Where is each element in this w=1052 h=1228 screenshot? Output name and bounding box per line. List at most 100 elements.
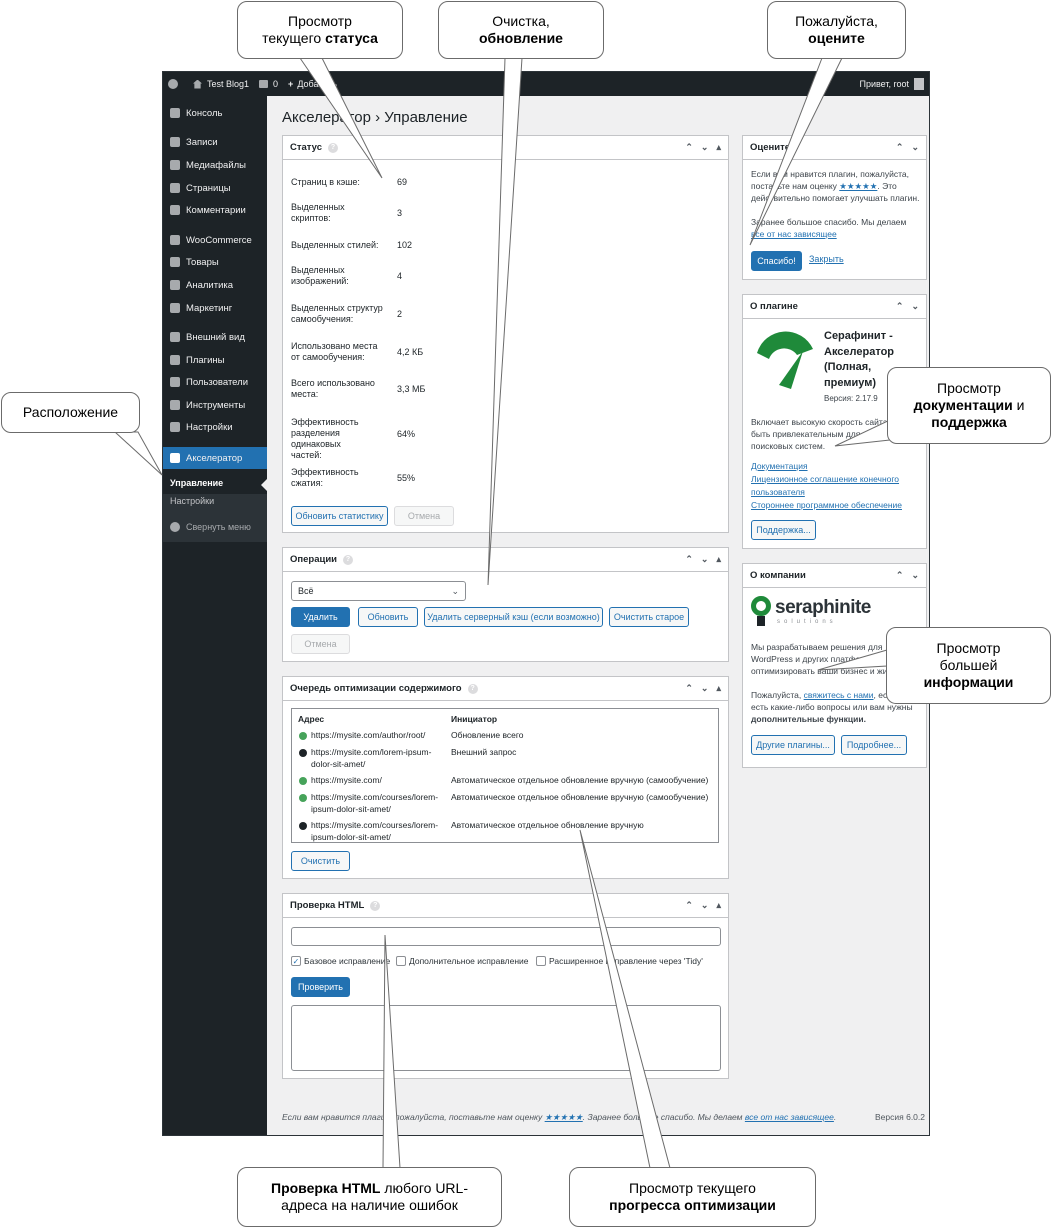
help-icon[interactable]: ? [328, 142, 339, 153]
tidy-fix-checkbox[interactable]: Расширенное исправление через 'Tidy' [536, 956, 703, 966]
wp-logo[interactable] [163, 72, 188, 96]
move-up-icon[interactable]: ⌃ [685, 900, 693, 910]
queue-url-cont: ipsum-dolor-sit-amet/ [311, 804, 391, 814]
contact-us-link[interactable]: свяжитесь с нами [803, 690, 874, 700]
sidebar-item-tools[interactable]: Инструменты [163, 394, 267, 416]
move-down-icon[interactable]: ⌄ [700, 683, 709, 693]
sidebar-item-media[interactable]: Медиафайлы [163, 154, 267, 176]
company-contact-line: Пожалуйста, свяжитесь с нами, если [751, 690, 897, 700]
move-up-icon[interactable]: ⌃ [685, 683, 693, 693]
sidebar-item-products[interactable]: Товары [163, 251, 267, 273]
cancel-operation-button[interactable]: Отмена [291, 634, 350, 654]
more-info-button[interactable]: Подробнее... [841, 735, 907, 755]
collapse-toggle-icon[interactable]: ▴ [716, 900, 721, 910]
site-link[interactable]: Test Blog1 [188, 72, 254, 96]
sidebar-item-analytics[interactable]: Аналитика [163, 274, 267, 296]
sidebar-item-users[interactable]: Пользователи [163, 371, 267, 393]
sidebar-item-posts[interactable]: Записи [163, 131, 267, 153]
submenu-item-settings[interactable]: Настройки [170, 496, 215, 506]
submenu-item-manage[interactable]: Управление [170, 478, 224, 488]
account-menu[interactable]: Привет, root [854, 72, 929, 96]
collapse-toggle-icon[interactable]: ▴ [716, 683, 721, 693]
move-up-icon[interactable]: ⌃ [685, 142, 693, 152]
eula-link[interactable]: Лицензионное соглашение конечного [751, 474, 900, 484]
sidebar-item-plugins[interactable]: Плагины [163, 349, 267, 371]
help-icon[interactable]: ? [343, 554, 354, 565]
delete-button[interactable]: Удалить [291, 607, 350, 627]
callout-html: Проверка HTML любого URL- адреса на нали… [237, 1167, 502, 1227]
about-plugin-box-header: О плагине ⌃⌄ [743, 295, 926, 319]
third-party-link[interactable]: Стороннее программное обеспечение [751, 500, 902, 510]
queue-initiator: Автоматическое отдельное обновление вруч… [451, 792, 709, 802]
column-header-address: Адрес [298, 714, 325, 724]
thanks-button[interactable]: Спасибо! [751, 251, 802, 271]
sidebar-item-settings[interactable]: Настройки [163, 416, 267, 438]
other-plugins-button[interactable]: Другие плагины... [751, 735, 835, 755]
plus-icon: + [288, 79, 294, 89]
refresh-button[interactable]: Обновить [358, 607, 418, 627]
move-up-icon[interactable]: ⌃ [895, 570, 904, 580]
collapse-icon [170, 522, 180, 532]
move-down-icon[interactable]: ⌄ [700, 554, 709, 564]
footer-stars-link[interactable]: ★★★★★ [544, 1112, 583, 1122]
rate-box: Оцените ⌃⌄ Если вам нравится плагин, пож… [742, 135, 927, 280]
queue-table[interactable]: Адрес Инициатор https://mysite.com/autho… [291, 708, 719, 843]
check-button[interactable]: Проверить [291, 977, 350, 997]
move-up-icon[interactable]: ⌃ [895, 142, 904, 152]
clear-queue-button[interactable]: Очистить [291, 851, 350, 871]
move-down-icon[interactable]: ⌄ [911, 301, 919, 311]
sidebar-item-woocommerce[interactable]: WooCommerce [163, 229, 267, 251]
woocommerce-icon [170, 235, 180, 245]
sidebar-item-dashboard[interactable]: Консоль [163, 102, 267, 124]
comments-link[interactable]: 0 [254, 72, 283, 96]
footer-all-we-can-link[interactable]: все от нас зависящее [744, 1112, 834, 1122]
queue-initiator: Автоматическое отдельное обновление вруч… [451, 775, 709, 785]
cancel-button[interactable]: Отмена [394, 506, 454, 526]
move-down-icon[interactable]: ⌄ [700, 142, 709, 152]
support-button[interactable]: Поддержка... [751, 520, 816, 540]
stat-value: 3 [397, 208, 403, 218]
operations-box: Операции? ⌃⌄▴ Всё⌄ Удалить Обновить Удал… [282, 547, 729, 662]
plugin-name: Серафинит - Акселератор (Полная, премиум… [824, 330, 895, 389]
collapse-toggle-icon[interactable]: ▴ [716, 142, 721, 152]
result-textarea[interactable] [291, 1005, 721, 1071]
checkbox-icon [396, 956, 406, 966]
sidebar-item-pages[interactable]: Страницы [163, 177, 267, 199]
move-up-icon[interactable]: ⌃ [685, 554, 693, 564]
help-icon[interactable]: ? [370, 900, 381, 911]
sidebar-item-marketing[interactable]: Маркетинг [163, 297, 267, 319]
plug-icon [170, 355, 180, 365]
move-down-icon[interactable]: ⌄ [911, 570, 919, 580]
extra-fix-checkbox[interactable]: Дополнительное исправление [396, 956, 529, 966]
collapse-menu-button[interactable]: Свернуть меню [163, 516, 267, 538]
eula-link-cont[interactable]: пользователя [751, 487, 805, 497]
documentation-link[interactable]: Документация [751, 461, 808, 471]
basic-fix-checkbox[interactable]: ✓Базовое исправление [291, 956, 391, 966]
wp-version: Версия 6.0.2 [875, 1112, 925, 1122]
stars-link[interactable]: ★★★★★ [839, 181, 878, 191]
sidebar-item-accelerator[interactable]: Акселератор [163, 447, 267, 469]
collapse-toggle-icon[interactable]: ▴ [716, 554, 721, 564]
url-input[interactable] [291, 927, 721, 946]
sidebar-item-appearance[interactable]: Внешний вид [163, 326, 267, 348]
operation-scope-select[interactable]: Всё⌄ [291, 581, 466, 601]
html-pointer [382, 934, 401, 1169]
update-stats-button[interactable]: Обновить статистику [291, 506, 388, 526]
stat-label: Страниц в кэше: [291, 177, 360, 187]
close-link[interactable]: Закрыть [809, 254, 844, 264]
admin-sidebar: Консоль Записи Медиафайлы Страницы Комме… [163, 96, 267, 1135]
help-icon[interactable]: ? [467, 683, 478, 694]
clean-old-button[interactable]: Очистить старое [609, 607, 689, 627]
move-down-icon[interactable]: ⌄ [700, 900, 709, 910]
stat-label: Выделенных структур самообучения: [291, 303, 383, 324]
move-down-icon[interactable]: ⌄ [911, 142, 919, 152]
stat-label: Эффективность разделения одинаковых част… [291, 417, 359, 460]
stat-label: Всего использовано места: [291, 378, 375, 399]
all-we-can-link[interactable]: все от нас зависящее [751, 229, 837, 239]
accelerator-icon [170, 453, 180, 463]
move-up-icon[interactable]: ⌃ [895, 301, 904, 311]
delete-server-cache-button[interactable]: Удалить серверный кэш (если возможно) [424, 607, 603, 627]
queue-initiator: Автоматическое отдельное обновление вруч… [451, 820, 644, 830]
sidebar-item-comments[interactable]: Комментарии [163, 199, 267, 221]
